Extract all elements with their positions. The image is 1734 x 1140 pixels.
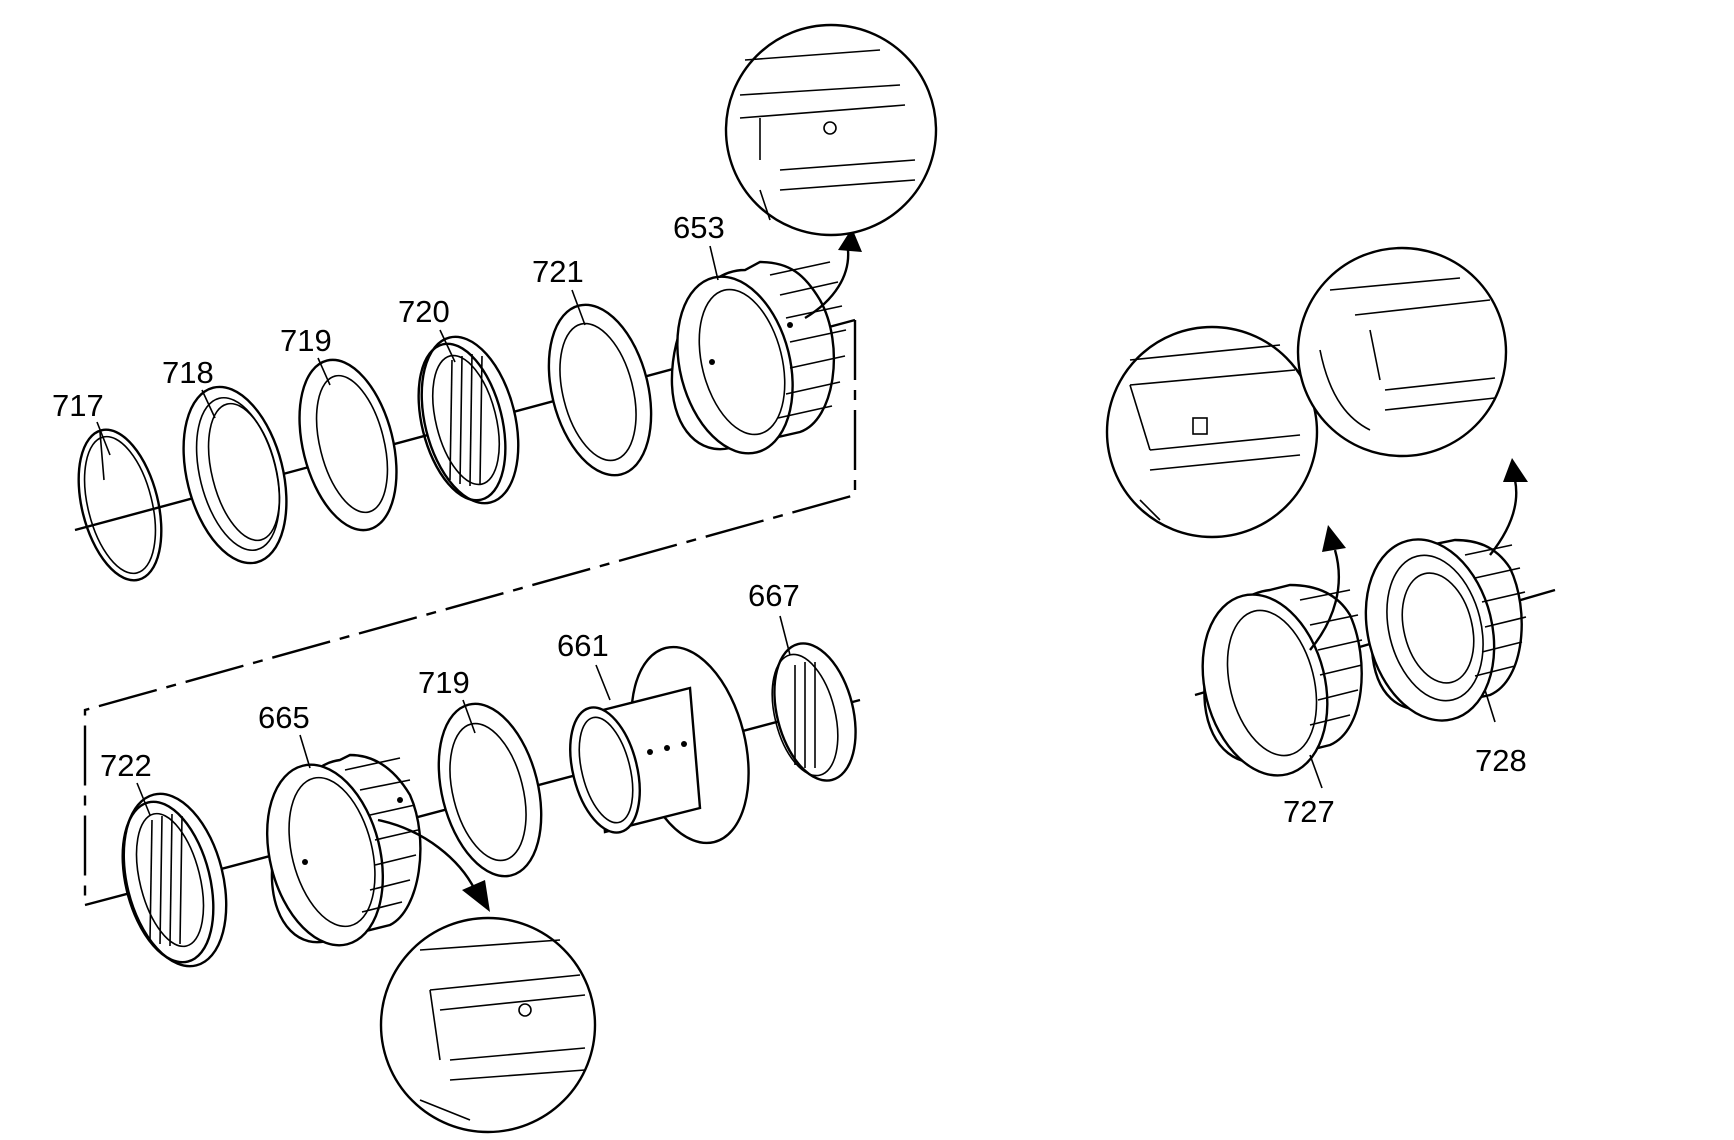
- part-728-gear: [1364, 538, 1527, 722]
- part-665-gear: [265, 753, 422, 947]
- part-labels: 717 718 719 720 721 653 722 665 719 661 …: [52, 210, 1527, 829]
- label-653: 653: [673, 210, 725, 245]
- upper-assembly: [74, 23, 938, 905]
- label-719-upper: 719: [280, 323, 332, 358]
- leader-lines: [96, 245, 1496, 816]
- label-665: 665: [258, 700, 310, 735]
- label-722: 722: [100, 748, 152, 783]
- dashed-connection: [83, 320, 857, 905]
- lower-assembly: [84, 642, 861, 1134]
- arrow-727-detail: [1309, 549, 1341, 651]
- label-720: 720: [398, 294, 450, 329]
- part-653-gear: [670, 260, 847, 455]
- part-721-race: [547, 303, 653, 477]
- right-assembly: [1105, 246, 1556, 777]
- part-717-snap-ring: [77, 428, 163, 582]
- label-717: 717: [52, 388, 104, 423]
- detail-circle-728: [1296, 246, 1508, 458]
- part-718-race: [182, 385, 288, 565]
- label-727: 727: [1283, 794, 1335, 829]
- part-722-bearing: [121, 792, 228, 968]
- label-721: 721: [532, 254, 584, 289]
- arrow-728-detail: [1489, 479, 1518, 556]
- part-719-washer-upper: [298, 358, 398, 532]
- part-661-sleeve: [569, 645, 750, 845]
- detail-circle-665: [379, 916, 597, 1134]
- detail-circle-727: [1105, 325, 1319, 539]
- part-719-washer-lower: [437, 702, 543, 878]
- label-667: 667: [748, 578, 800, 613]
- detail-circle-653: [724, 23, 938, 237]
- part-720-bearing: [417, 335, 520, 505]
- arrow-665-detail: [377, 818, 477, 891]
- label-728: 728: [1475, 743, 1527, 778]
- part-727-gear: [1201, 583, 1363, 777]
- part-667-bearing: [771, 642, 857, 782]
- label-718: 718: [162, 355, 214, 390]
- arrow-653-detail: [804, 249, 850, 320]
- label-719-lower: 719: [418, 665, 470, 700]
- label-661: 661: [557, 628, 609, 663]
